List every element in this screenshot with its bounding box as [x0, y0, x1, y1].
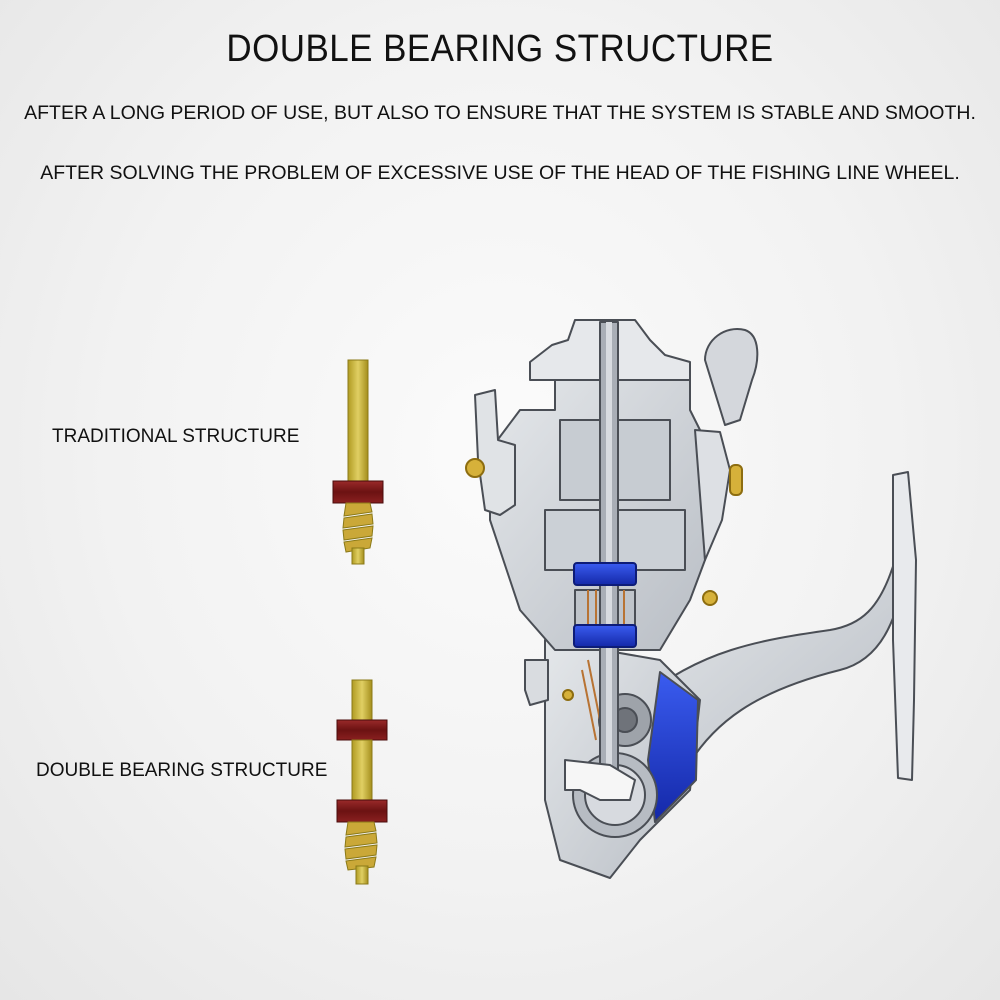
double-bearing-structure-label: DOUBLE BEARING STRUCTURE [36, 760, 328, 781]
page-title: DOUBLE BEARING STRUCTURE [226, 28, 774, 70]
traditional-structure-label: TRADITIONAL STRUCTURE [52, 426, 300, 447]
traditional-shaft-icon [332, 359, 384, 565]
description-line-1: AFTER A LONG PERIOD OF USE, BUT ALSO TO … [24, 102, 976, 124]
double-bearing-shaft-icon [336, 679, 388, 885]
reel-cutaway-diagram [465, 319, 917, 879]
description-line-2: AFTER SOLVING THE PROBLEM OF EXCESSIVE U… [40, 162, 960, 184]
